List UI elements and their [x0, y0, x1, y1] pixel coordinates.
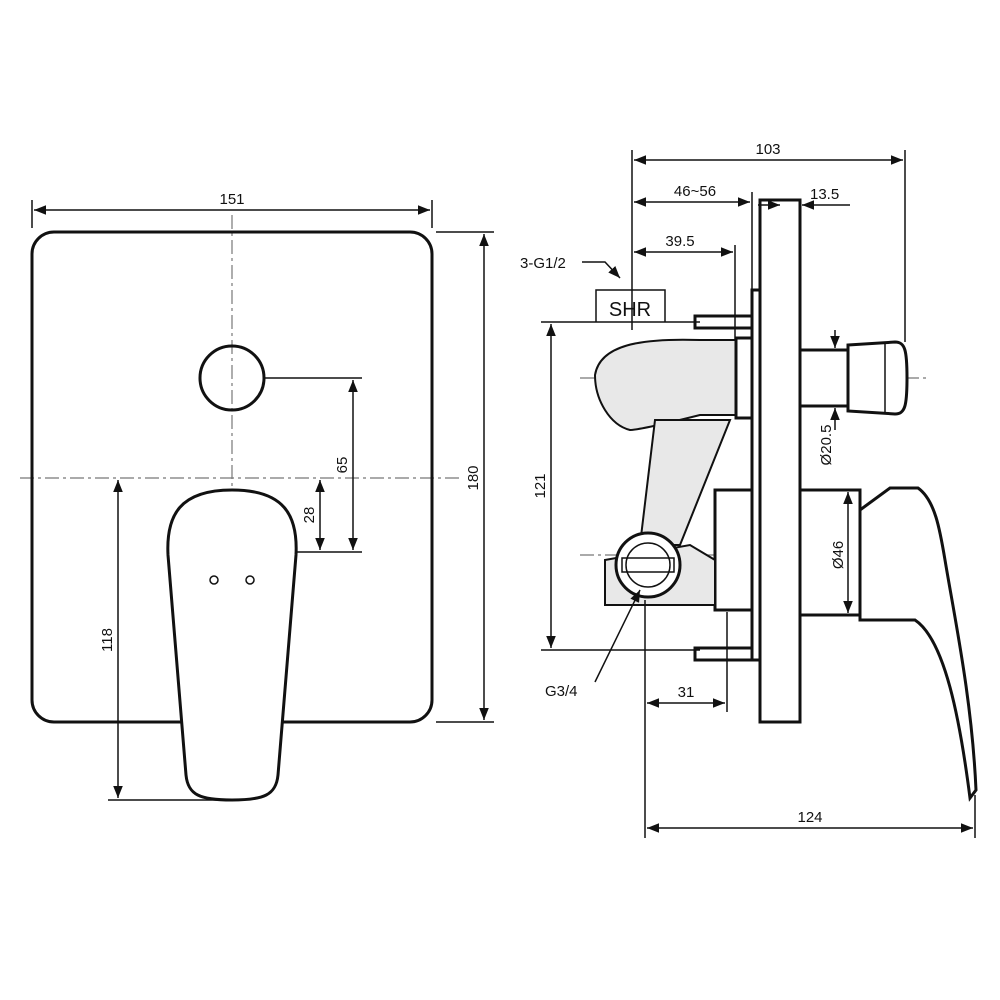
plate-depth-label: 13.5	[810, 186, 839, 203]
handle-lever-side	[858, 486, 978, 802]
mixer-handle	[166, 488, 298, 802]
mounting-bolt	[693, 646, 754, 662]
outlet-thread-label: 3-G1/2	[520, 255, 566, 272]
handle-diameter-label-backdrop	[830, 535, 847, 575]
width-label: 151	[219, 191, 244, 208]
handle-offset-label: 28	[301, 507, 318, 524]
valve-outlet-body	[593, 338, 741, 432]
handle-screw-hole	[209, 575, 219, 585]
valve-arm	[638, 419, 732, 546]
side-view: SHR 3-G1/2 103 46~56 13.5 39.5 121 Ø20.5…	[520, 141, 978, 838]
inlet-thread-label: G3/4	[545, 683, 578, 700]
handle-screw-hole	[245, 575, 255, 585]
front-view: 151 180 65 28 118	[20, 191, 494, 802]
outlet-marking: SHR	[609, 299, 651, 321]
wall-plate	[758, 198, 802, 724]
button-diameter-label: Ø20.5	[818, 425, 835, 466]
handle-projection-label: 124	[797, 809, 822, 826]
handle-diameter-label: Ø46	[830, 541, 847, 569]
body-height-label: 121	[532, 473, 549, 498]
handle-length-label: 118	[99, 628, 116, 652]
outlet-depth-label: 39.5	[665, 233, 694, 250]
inlet-depth-label: 31	[678, 684, 695, 701]
mounting-bolt	[693, 314, 754, 330]
diverter-button-side	[846, 340, 909, 416]
overall-depth-label: 103	[755, 141, 780, 158]
diverter-stem	[798, 348, 850, 408]
button-offset-label: 65	[334, 457, 351, 474]
height-label: 180	[465, 465, 482, 490]
wall-range-label: 46~56	[674, 183, 716, 200]
